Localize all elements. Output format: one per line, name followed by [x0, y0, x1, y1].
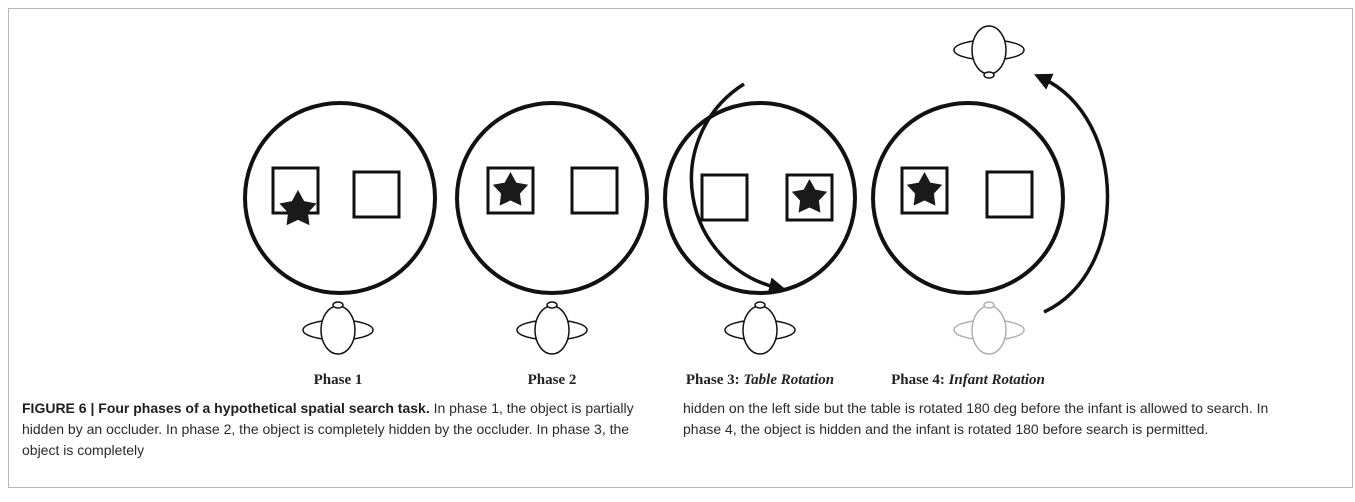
left-occluder	[900, 166, 949, 215]
phase-2-label: Phase 2	[528, 372, 577, 388]
phase-1-panel: Phase 1	[243, 101, 437, 388]
table-circle	[455, 101, 649, 295]
phase-1-label: Phase 1	[314, 372, 363, 388]
left-occluder	[700, 173, 749, 222]
infant-figure	[516, 301, 588, 355]
table-circle	[243, 101, 437, 295]
figure-diagram: Phase 1 Phase 2 Phase 3: Table Rotation	[243, 25, 1110, 388]
right-occluder	[785, 173, 834, 222]
table-circle	[871, 101, 1065, 295]
phase-4-label: Phase 4: Infant Rotation	[891, 372, 1045, 388]
star-object	[791, 179, 828, 213]
faded-infant-figure	[953, 301, 1025, 355]
star-object	[279, 190, 317, 226]
caption-column-left: FIGURE 6 | Four phases of a hypothetical…	[22, 398, 637, 461]
star-object	[492, 172, 529, 206]
right-occluder	[352, 170, 401, 219]
phase-3-panel: Phase 3: Table Rotation	[663, 82, 857, 388]
phase-4-panel: Phase 4: Infant Rotation	[871, 25, 1110, 388]
star-object	[906, 172, 943, 206]
infant-figure	[302, 301, 374, 355]
caption-text-right: hidden on the left side but the table is…	[683, 400, 1269, 437]
table-rotation-arrow	[689, 82, 787, 295]
figure-frame	[8, 8, 1353, 488]
right-occluder	[985, 170, 1034, 219]
caption-text-left: In phase 1, the object is partially hidd…	[22, 400, 634, 458]
rotated-infant-figure	[953, 25, 1025, 79]
phase-3-label: Phase 3: Table Rotation	[686, 372, 834, 388]
infant-rotation-arrow	[1034, 73, 1110, 314]
caption-lead: FIGURE 6 | Four phases of a hypothetical…	[22, 400, 430, 416]
left-occluder	[486, 166, 535, 215]
infant-figure	[724, 301, 796, 355]
table-circle	[663, 101, 857, 295]
right-occluder	[570, 166, 619, 215]
caption-column-right: hidden on the left side but the table is…	[683, 398, 1298, 440]
phase-2-panel: Phase 2	[455, 101, 649, 388]
